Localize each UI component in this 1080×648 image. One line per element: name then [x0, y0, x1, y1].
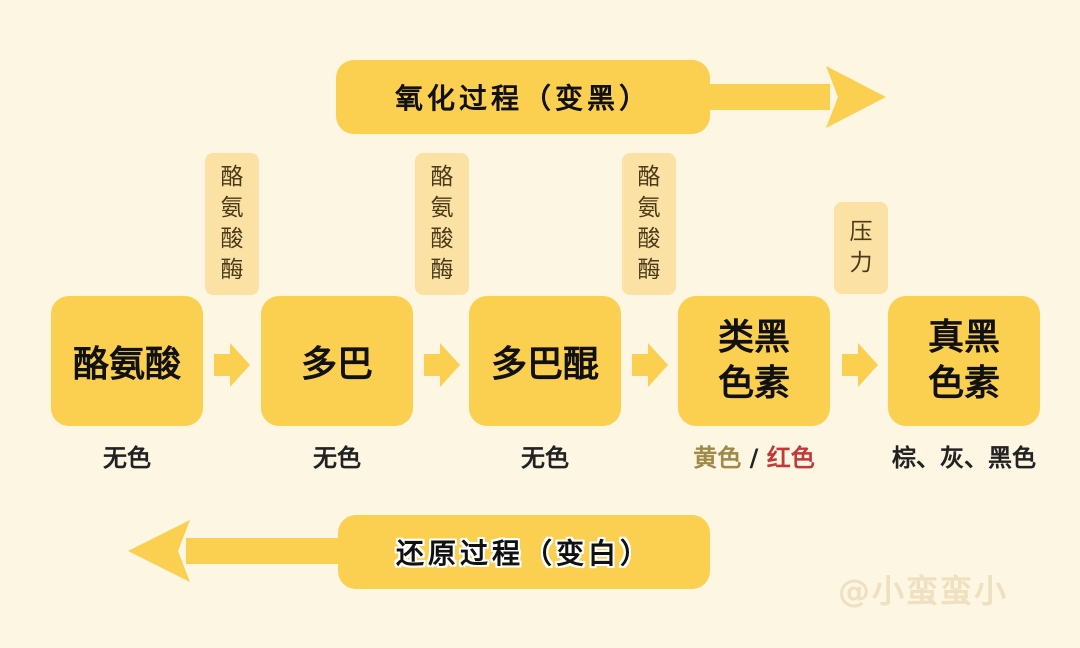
color-label-dopa: 无色	[261, 438, 413, 473]
color-text: 无色	[103, 444, 151, 472]
enzyme-char: 酸	[430, 226, 454, 252]
pressure-char: 力	[849, 250, 873, 276]
step-arrow-4	[842, 343, 878, 387]
color-text-red: 红色	[766, 444, 815, 472]
enzyme-char: 酸	[220, 226, 244, 252]
compound-label-line: 类黑	[717, 317, 790, 358]
reduction-arrow	[128, 520, 346, 582]
compound-tyrosine: 酪氨酸	[51, 296, 203, 426]
compound-label: 多巴	[300, 344, 373, 385]
color-label-tyrosine: 无色	[51, 438, 203, 473]
compound-label-line: 色素	[927, 363, 1000, 404]
enzyme-tyrosinase-1: 酪 氨 酸 酶	[205, 153, 259, 295]
step-arrow-2	[424, 343, 460, 387]
step-arrow-1	[214, 343, 250, 387]
enzyme-char: 酸	[637, 226, 661, 252]
enzyme-tyrosinase-3: 酪 氨 酸 酶	[622, 153, 676, 295]
enzyme-char: 酶	[220, 257, 244, 283]
oxidation-arrow	[700, 66, 886, 128]
color-text-yellow: 黄色	[693, 444, 742, 472]
compound-dopaquinone: 多巴醌	[469, 296, 621, 426]
enzyme-tyrosinase-2: 酪 氨 酸 酶	[415, 153, 469, 295]
compound-label: 酪氨酸	[72, 344, 181, 385]
color-label-dopaquinone: 无色	[469, 438, 621, 473]
pressure-factor: 压 力	[834, 202, 888, 294]
enzyme-char: 酪	[637, 164, 661, 190]
enzyme-char: 酪	[430, 164, 454, 190]
enzyme-char: 氨	[637, 195, 661, 221]
oxidation-process-banner: 氧化过程（变黑）	[336, 60, 710, 134]
enzyme-char: 氨	[430, 195, 454, 221]
oxidation-process-label: 氧化过程（变黑）	[394, 82, 651, 115]
color-text: 棕、灰、黑色	[892, 444, 1036, 472]
color-label-pheomelanin: 黄色 / 红色	[668, 438, 840, 473]
compound-dopa: 多巴	[261, 296, 413, 426]
step-arrow-3	[632, 343, 668, 387]
compound-label: 多巴醌	[490, 344, 599, 385]
enzyme-char: 酶	[637, 257, 661, 283]
color-text: 无色	[313, 444, 361, 472]
pressure-char: 压	[849, 219, 873, 245]
reduction-process-banner: 还原过程（变白）	[338, 515, 710, 589]
enzyme-char: 酪	[220, 164, 244, 190]
watermark: @小蛮蛮小	[838, 572, 1009, 610]
color-text-separator: /	[741, 444, 767, 472]
color-label-eumelanin: 棕、灰、黑色	[878, 438, 1050, 473]
enzyme-char: 氨	[220, 195, 244, 221]
compound-label-line: 真黑	[927, 317, 1000, 358]
reduction-process-label: 还原过程（变白）	[395, 537, 652, 570]
enzyme-char: 酶	[430, 257, 454, 283]
compound-label-line: 色素	[717, 363, 790, 404]
compound-pheomelanin: 类黑 色素	[678, 296, 830, 426]
color-text: 无色	[521, 444, 569, 472]
compound-eumelanin: 真黑 色素	[888, 296, 1040, 426]
